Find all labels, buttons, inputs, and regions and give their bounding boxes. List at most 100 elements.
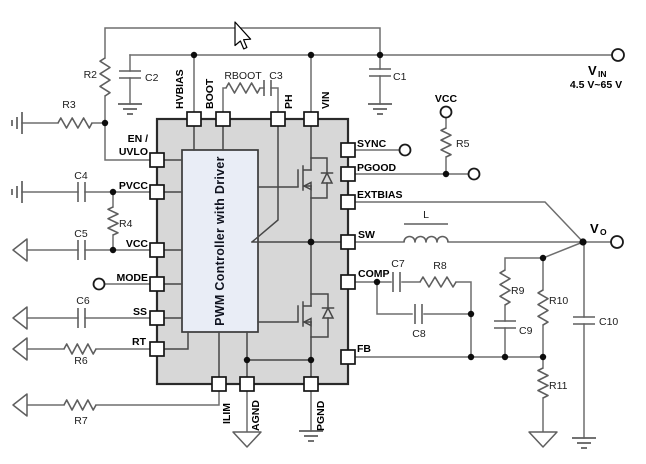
connector-triangle-r6 (12, 337, 28, 361)
pin-vcc[interactable] (149, 242, 165, 258)
terminal-sync[interactable] (398, 143, 412, 157)
wire-ilim (26, 391, 220, 406)
pin-pgood[interactable] (340, 166, 356, 182)
pin-label-sw: SW (358, 229, 375, 241)
ic-internal-wires (164, 125, 342, 378)
pin-boot[interactable] (215, 111, 231, 127)
resistor-r5[interactable]: R5 (440, 127, 470, 158)
terminal-vo[interactable]: V O (590, 221, 624, 249)
label-vo-sub: O (600, 227, 607, 237)
pin-label-pvcc: PVCC (119, 180, 149, 192)
pin-label-agnd: AGND (250, 400, 262, 431)
pin-label-en-uvlo-2: UVLO (119, 146, 148, 158)
pin-label-boot: BOOT (204, 78, 216, 109)
capacitor-c3[interactable]: C3 (263, 70, 283, 96)
pin-label-ph: PH (283, 94, 295, 109)
pin-label-ilim: ILIM (221, 403, 233, 424)
junction-dots (101, 51, 587, 364)
pin-agnd[interactable] (239, 376, 255, 392)
capacitor-c8[interactable]: C8 (412, 304, 426, 340)
capacitor-c6[interactable]: C6 (76, 295, 90, 328)
pin-pvcc[interactable] (149, 184, 165, 200)
connector-triangle-r7 (12, 393, 28, 417)
resistor-r11[interactable]: R11 (537, 367, 568, 399)
pin-sw[interactable] (340, 234, 356, 250)
capacitor-c9[interactable]: C9 (494, 320, 533, 337)
pin-label-rt: RT (132, 336, 147, 348)
terminal-vcc[interactable]: VCC (435, 93, 458, 119)
resistor-r8[interactable]: R8 (419, 260, 457, 288)
pin-label-ss: SS (133, 306, 147, 318)
label-r6: R6 (74, 355, 88, 367)
pin-ph[interactable] (270, 111, 286, 127)
resistor-r2[interactable]: R2 (84, 57, 111, 97)
ground-symbols (11, 103, 596, 449)
capacitor-c10[interactable]: C10 (573, 316, 618, 328)
label-vo-terminal: V (590, 221, 599, 236)
label-r8: R8 (433, 260, 447, 272)
label-c8: C8 (412, 328, 426, 340)
resistor-r9[interactable]: R9 (499, 269, 525, 306)
label-r11: R11 (549, 380, 568, 392)
pwm-controller-ic[interactable]: PWM Controller with Driver (117, 69, 403, 431)
pin-label-sync: SYNC (357, 138, 387, 150)
terminal-vin[interactable]: V IN 4.5 V~65 V (570, 48, 625, 91)
low-side-mosfet (297, 293, 335, 338)
earth-ground-c1 (368, 103, 392, 115)
pin-rt[interactable] (149, 341, 165, 357)
pin-label-extbias: EXTBIAS (357, 189, 403, 201)
label-vin-sub: IN (598, 69, 607, 79)
pin-label-mode: MODE (117, 272, 149, 284)
label-c2: C2 (145, 72, 159, 84)
pin-label-hvbias: HVBIAS (174, 69, 186, 109)
label-vin-range: 4.5 V~65 V (570, 79, 622, 91)
label-r4: R4 (119, 218, 133, 230)
resistor-rboot[interactable]: RBOOT (224, 70, 262, 94)
terminal-mode[interactable] (92, 277, 106, 291)
pin-en-uvlo[interactable] (149, 152, 165, 168)
label-r7: R7 (74, 415, 88, 427)
pin-comp[interactable] (340, 274, 356, 290)
pin-label-vin: VIN (320, 91, 332, 109)
capacitor-c7[interactable]: C7 (391, 258, 405, 292)
wire-vo-divider-diag (542, 241, 584, 259)
label-r9: R9 (511, 285, 525, 297)
terminal-pgood[interactable] (467, 167, 481, 181)
wire-r2-en (104, 95, 151, 161)
controller-block[interactable] (181, 149, 259, 333)
label-r5: R5 (456, 138, 470, 150)
high-side-mosfet (297, 157, 334, 199)
pin-ilim[interactable] (211, 376, 227, 392)
capacitor-c4[interactable]: C4 (74, 170, 88, 202)
resistor-r10[interactable]: R10 (537, 289, 568, 326)
connector-triangle-c6 (12, 306, 28, 330)
pin-ss[interactable] (149, 310, 165, 326)
capacitor-c2[interactable]: C2 (119, 70, 159, 84)
pin-mode[interactable] (149, 276, 165, 292)
capacitor-c1[interactable]: C1 (369, 68, 407, 83)
earth-ground-pgnd (299, 430, 323, 442)
inductor-l[interactable]: L (403, 209, 449, 243)
wire-boot-loop (222, 87, 279, 113)
resistor-r7[interactable]: R7 (63, 399, 97, 427)
wire-pvcc (21, 191, 151, 251)
wire-c8-branch (376, 281, 472, 315)
pin-fb[interactable] (340, 349, 356, 365)
pin-sync[interactable] (340, 142, 356, 158)
pin-vin[interactable] (303, 111, 319, 127)
ic-pins[interactable] (149, 111, 356, 392)
pin-hvbias[interactable] (186, 111, 202, 127)
pin-extbias[interactable] (340, 194, 356, 210)
resistor-r3[interactable]: R3 (57, 99, 93, 129)
capacitor-c5[interactable]: C5 (74, 228, 88, 260)
label-c1: C1 (393, 71, 407, 83)
ic-pin-labels: HVBIAS BOOT PH VIN EN / UVLO PVCC VCC MO… (117, 69, 403, 431)
pin-pgnd[interactable] (303, 376, 319, 392)
label-c5: C5 (74, 228, 88, 240)
label-vcc-terminal: VCC (435, 93, 458, 105)
pin-label-en-uvlo-1: EN / (128, 133, 149, 145)
resistor-r6[interactable]: R6 (63, 343, 97, 367)
resistor-r4[interactable]: R4 (107, 206, 133, 236)
earth-ground-c10 (572, 437, 596, 449)
earth-ground-r3 (11, 112, 23, 134)
